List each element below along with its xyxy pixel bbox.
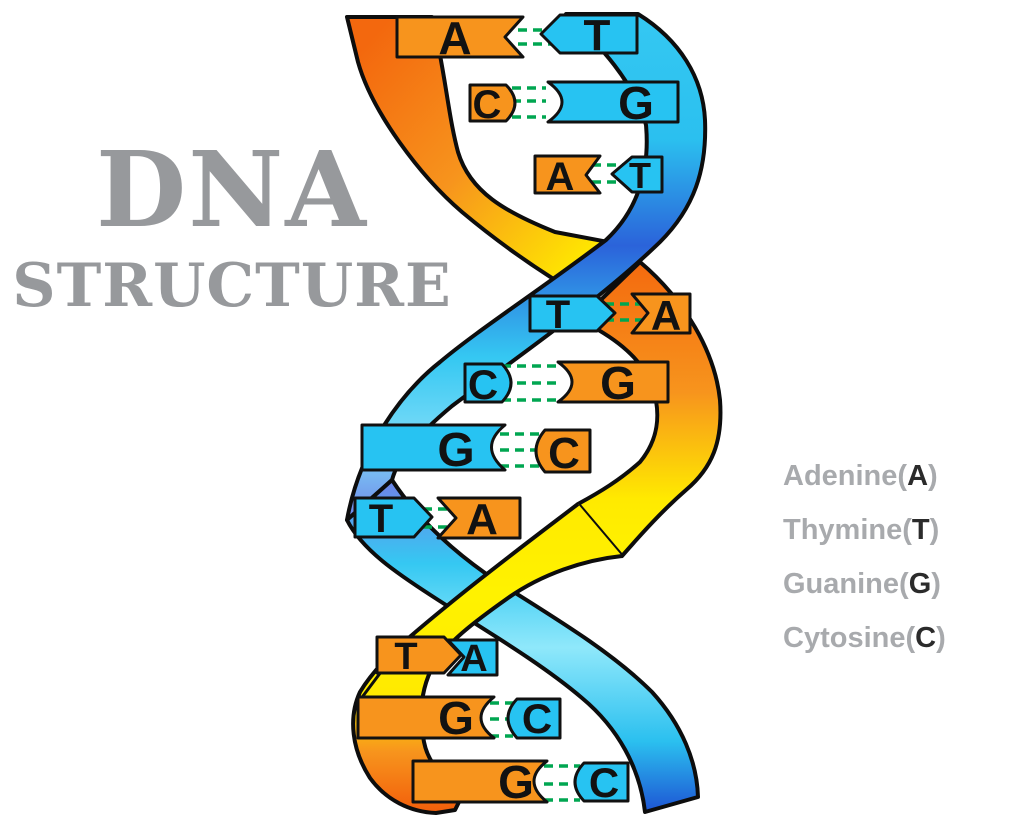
base-letter: G <box>600 357 636 409</box>
base-letter: A <box>651 292 681 339</box>
rung-base-left-10 <box>411 759 549 804</box>
rung-base-left-5 <box>463 362 513 404</box>
base-letter: G <box>498 756 534 808</box>
base-letter: C <box>548 429 580 478</box>
legend-paren-close: ) <box>928 460 938 492</box>
rung-base-left-6 <box>360 423 507 472</box>
rung-base-left-4 <box>528 294 617 333</box>
legend-item-thymine: Thymine(T) <box>783 516 946 545</box>
rung-base-right-10 <box>573 761 630 803</box>
rung-base-left-9 <box>356 695 496 740</box>
title-dna: DNA <box>96 128 368 251</box>
rung-base-left-2 <box>468 83 517 123</box>
rung-base-right-4 <box>630 292 692 335</box>
rung-base-right-7 <box>436 496 522 540</box>
legend-letter: C <box>915 622 937 654</box>
base-letter: C <box>473 83 502 127</box>
legend-name: Cytosine <box>783 622 906 654</box>
base-letter: G <box>438 692 474 744</box>
rung-base-right-6 <box>534 428 592 474</box>
rung-base-left-3 <box>533 154 602 195</box>
legend-paren-close: ) <box>931 568 941 600</box>
rung-base-right-3 <box>610 155 664 194</box>
legend-paren-open: ( <box>905 622 916 654</box>
legend-paren-open: ( <box>899 568 909 600</box>
legend-item-adenine: Adenine(A) <box>783 462 946 491</box>
legend-letter: T <box>911 514 930 546</box>
legend-item-guanine: Guanine(G) <box>783 570 946 599</box>
base-letter: T <box>546 293 570 337</box>
rung-base-left-1 <box>395 15 525 59</box>
base-letter: A <box>438 12 471 64</box>
rung-base-right-1 <box>539 13 639 55</box>
legend-item-cytosine: Cytosine(C) <box>783 624 946 653</box>
legend-name: Guanine <box>783 568 900 600</box>
base-letter: C <box>522 695 552 742</box>
base-letter: A <box>546 155 575 199</box>
page-title: DNA STRUCTURE <box>12 128 452 321</box>
rung-base-left-8 <box>375 635 463 675</box>
legend-letter: A <box>907 460 929 492</box>
base-letter: T <box>369 497 393 541</box>
legend-paren-open: ( <box>902 514 912 546</box>
legend-name: Thymine <box>783 514 903 546</box>
base-rungs <box>353 13 692 804</box>
base-letter: A <box>460 638 487 680</box>
legend-letter: G <box>908 568 932 600</box>
rung-base-left-7 <box>353 496 434 539</box>
base-letter: T <box>584 11 611 60</box>
rung-base-right-9 <box>506 697 562 740</box>
rung-base-right-5 <box>556 360 670 404</box>
rung-base-right-8 <box>446 638 499 677</box>
title-structure: STRUCTURE <box>12 251 452 321</box>
base-letter: G <box>437 424 474 477</box>
base-letter: C <box>468 361 498 408</box>
base-letter: C <box>589 759 619 806</box>
base-legend: Adenine(A) Thymine(T) Guanine(G) Cytosin… <box>783 462 946 678</box>
base-letter: A <box>466 495 498 544</box>
base-letters: A T C G A T T A C G G C T A T A G C G C <box>369 11 681 808</box>
base-letter: G <box>618 77 654 129</box>
base-letter: T <box>629 155 651 196</box>
base-letter: T <box>394 636 417 678</box>
rung-base-right-2 <box>546 80 680 124</box>
legend-paren-open: ( <box>897 460 908 492</box>
legend-paren-close: ) <box>929 514 940 546</box>
legend-name: Adenine <box>783 460 898 492</box>
legend-paren-close: ) <box>936 622 946 654</box>
